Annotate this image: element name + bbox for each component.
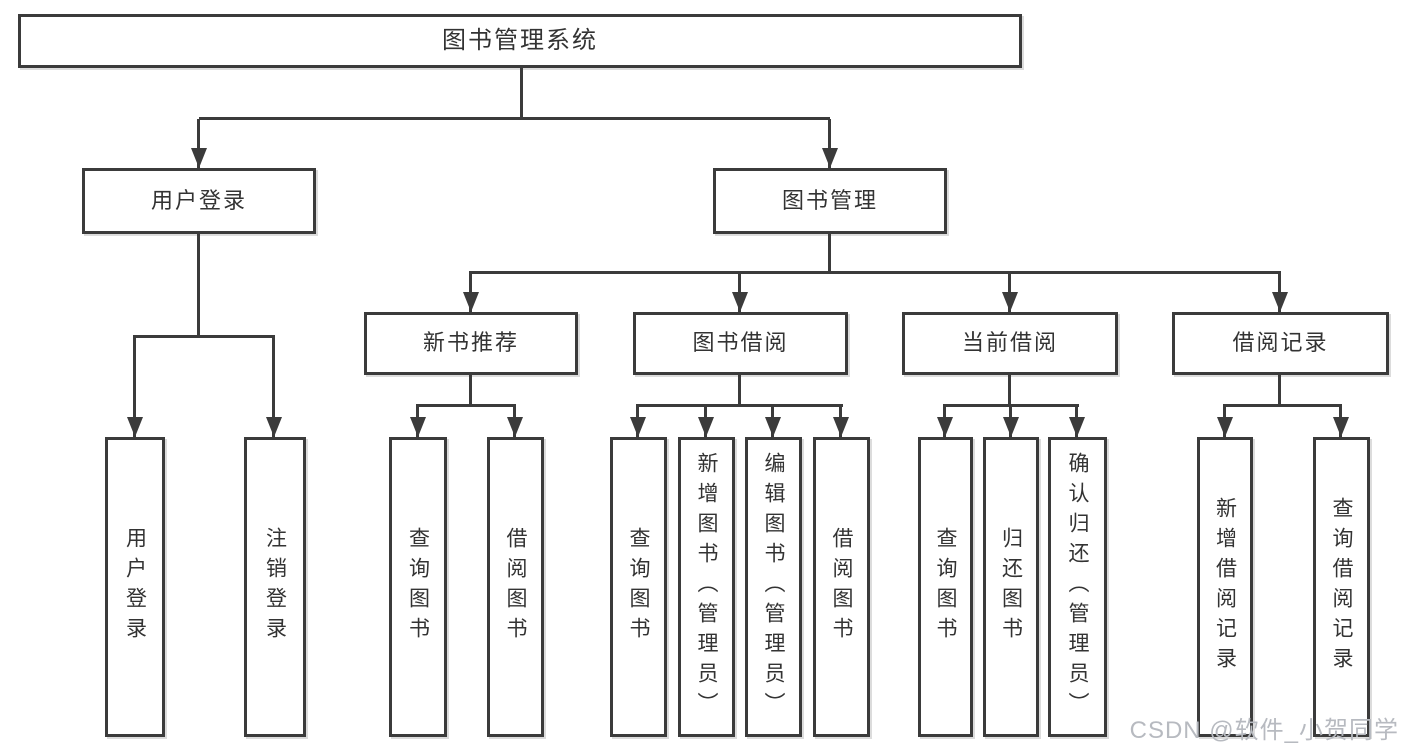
leaf-borrow-books-1: 借阅图书 bbox=[487, 437, 544, 737]
node-label: 新书推荐 bbox=[422, 330, 519, 356]
edge-drop-book-management bbox=[828, 119, 831, 168]
edge-user-login-feed bbox=[197, 232, 200, 337]
arrow-down-icon bbox=[765, 417, 781, 437]
edge-new-book-feed bbox=[469, 373, 472, 407]
edge-current-feed bbox=[1008, 373, 1011, 407]
edge-records-feed bbox=[1278, 373, 1281, 407]
arrow-down-icon bbox=[410, 417, 426, 437]
node-label: 图书管理系统 bbox=[442, 26, 598, 54]
node-library-management-system: 图书管理系统 bbox=[18, 14, 1022, 68]
arrow-down-icon bbox=[1003, 417, 1019, 437]
leaf-label: 新增借阅记录 bbox=[1213, 497, 1237, 677]
leaf-label: 归还图书 bbox=[999, 527, 1023, 647]
leaf-label: 查询图书 bbox=[934, 527, 957, 647]
arrow-down-icon bbox=[1272, 292, 1288, 312]
arrow-down-icon bbox=[822, 148, 838, 168]
leaf-add-borrow-record: 新增借阅记录 bbox=[1197, 437, 1253, 737]
node-current-borrowing: 当前借阅 bbox=[902, 312, 1118, 375]
node-label: 当前借阅 bbox=[961, 330, 1058, 356]
leaf-label: 借阅图书 bbox=[504, 527, 527, 647]
arrow-down-icon bbox=[732, 292, 748, 312]
node-new-book-recommendation: 新书推荐 bbox=[364, 312, 578, 375]
leaf-add-books-admin: 新增图书（管理员） bbox=[678, 437, 735, 737]
leaf-label: 借阅图书 bbox=[830, 527, 853, 647]
arrow-down-icon bbox=[1069, 417, 1085, 437]
leaf-logout: 注销登录 bbox=[244, 437, 306, 737]
node-book-borrowing: 图书借阅 bbox=[633, 312, 848, 375]
node-label: 用户登录 bbox=[150, 187, 247, 213]
node-label: 图书管理 bbox=[781, 187, 878, 213]
edge-borrowing-bar bbox=[636, 404, 843, 407]
leaf-label: 用户登录 bbox=[123, 527, 147, 647]
leaf-user-login: 用户登录 bbox=[105, 437, 165, 737]
leaf-borrow-books-2: 借阅图书 bbox=[813, 437, 870, 737]
arrow-down-icon bbox=[833, 417, 849, 437]
arrow-down-icon bbox=[630, 417, 646, 437]
leaf-query-books-2: 查询图书 bbox=[610, 437, 667, 737]
leaf-edit-books-admin: 编辑图书（管理员） bbox=[745, 437, 802, 737]
leaf-return-books: 归还图书 bbox=[983, 437, 1039, 737]
leaf-query-books-1: 查询图书 bbox=[389, 437, 447, 737]
node-label: 借阅记录 bbox=[1232, 330, 1329, 356]
csdn-watermark: CSDN @软件_小贺同学 bbox=[1129, 717, 1399, 744]
arrow-down-icon bbox=[463, 292, 479, 312]
arrow-down-icon bbox=[191, 148, 207, 168]
arrow-down-icon bbox=[698, 417, 714, 437]
arrow-down-icon bbox=[507, 417, 523, 437]
edge-drop-leaf-logout bbox=[272, 337, 275, 437]
edge-root-feed bbox=[520, 66, 523, 118]
leaf-confirm-return-admin: 确认归还（管理员） bbox=[1048, 437, 1107, 737]
edge-current-bar bbox=[943, 404, 1079, 407]
leaf-label: 编辑图书（管理员） bbox=[762, 452, 785, 722]
edge-records-bar bbox=[1223, 404, 1342, 407]
arrow-down-icon bbox=[1333, 417, 1349, 437]
arrow-down-icon bbox=[1002, 292, 1018, 312]
leaf-query-books-3: 查询图书 bbox=[918, 437, 973, 737]
leaf-label: 查询借阅记录 bbox=[1330, 497, 1353, 677]
leaf-label: 注销登录 bbox=[263, 527, 287, 647]
arrow-down-icon bbox=[937, 417, 953, 437]
edge-level3-bar bbox=[469, 271, 1281, 274]
edge-book-management-feed bbox=[828, 232, 831, 273]
edge-drop-leaf-user-login bbox=[133, 337, 136, 437]
arrow-down-icon bbox=[127, 417, 143, 437]
node-user-login: 用户登录 bbox=[82, 168, 316, 234]
arrow-down-icon bbox=[1217, 417, 1233, 437]
edge-level2-bar bbox=[199, 117, 830, 120]
leaf-query-borrow-record: 查询借阅记录 bbox=[1313, 437, 1370, 737]
edge-user-login-bar bbox=[133, 335, 275, 338]
arrow-down-icon bbox=[266, 417, 282, 437]
edge-borrowing-feed bbox=[738, 373, 741, 407]
node-label: 图书借阅 bbox=[692, 330, 789, 356]
leaf-label: 查询图书 bbox=[627, 527, 650, 647]
leaf-label: 新增图书（管理员） bbox=[695, 452, 718, 722]
edge-drop-user-login bbox=[197, 119, 200, 168]
leaf-label: 确认归还（管理员） bbox=[1066, 452, 1089, 722]
leaf-label: 查询图书 bbox=[406, 527, 430, 647]
node-book-management: 图书管理 bbox=[713, 168, 947, 234]
node-borrowing-records: 借阅记录 bbox=[1172, 312, 1389, 375]
edge-new-book-bar bbox=[416, 404, 516, 407]
